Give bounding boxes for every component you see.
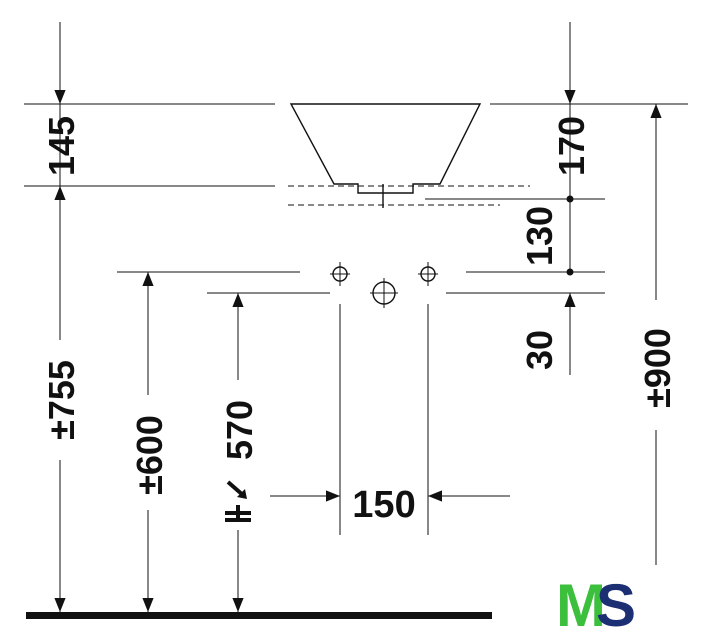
logo-m: M [556, 572, 606, 639]
plus-minus-glyph [225, 505, 251, 522]
dim-130-dot-top [566, 195, 574, 203]
dim-755-label: ±755 [41, 360, 82, 440]
basin [289, 103, 482, 208]
dim-130-label: 130 [519, 206, 560, 266]
dim-130-dot-bottom [566, 268, 574, 276]
connection-right-symbol [418, 262, 438, 286]
logo-s: S [596, 572, 636, 639]
drain-center-symbol [370, 278, 398, 308]
ms-logo: M S [556, 572, 636, 639]
dim-600-label: ±600 [129, 415, 170, 495]
dim-900-label: ±900 [637, 328, 678, 408]
connection-left-symbol [330, 262, 350, 286]
dim-145-label: 145 [41, 116, 82, 176]
dim-170-label: 170 [551, 116, 592, 176]
dim-570-label: 570 [219, 400, 260, 460]
dim-30-label: 30 [519, 330, 560, 370]
dim-150-label: 150 [352, 484, 415, 526]
floor-line [26, 612, 492, 619]
approx-arrow-icon [226, 480, 247, 499]
